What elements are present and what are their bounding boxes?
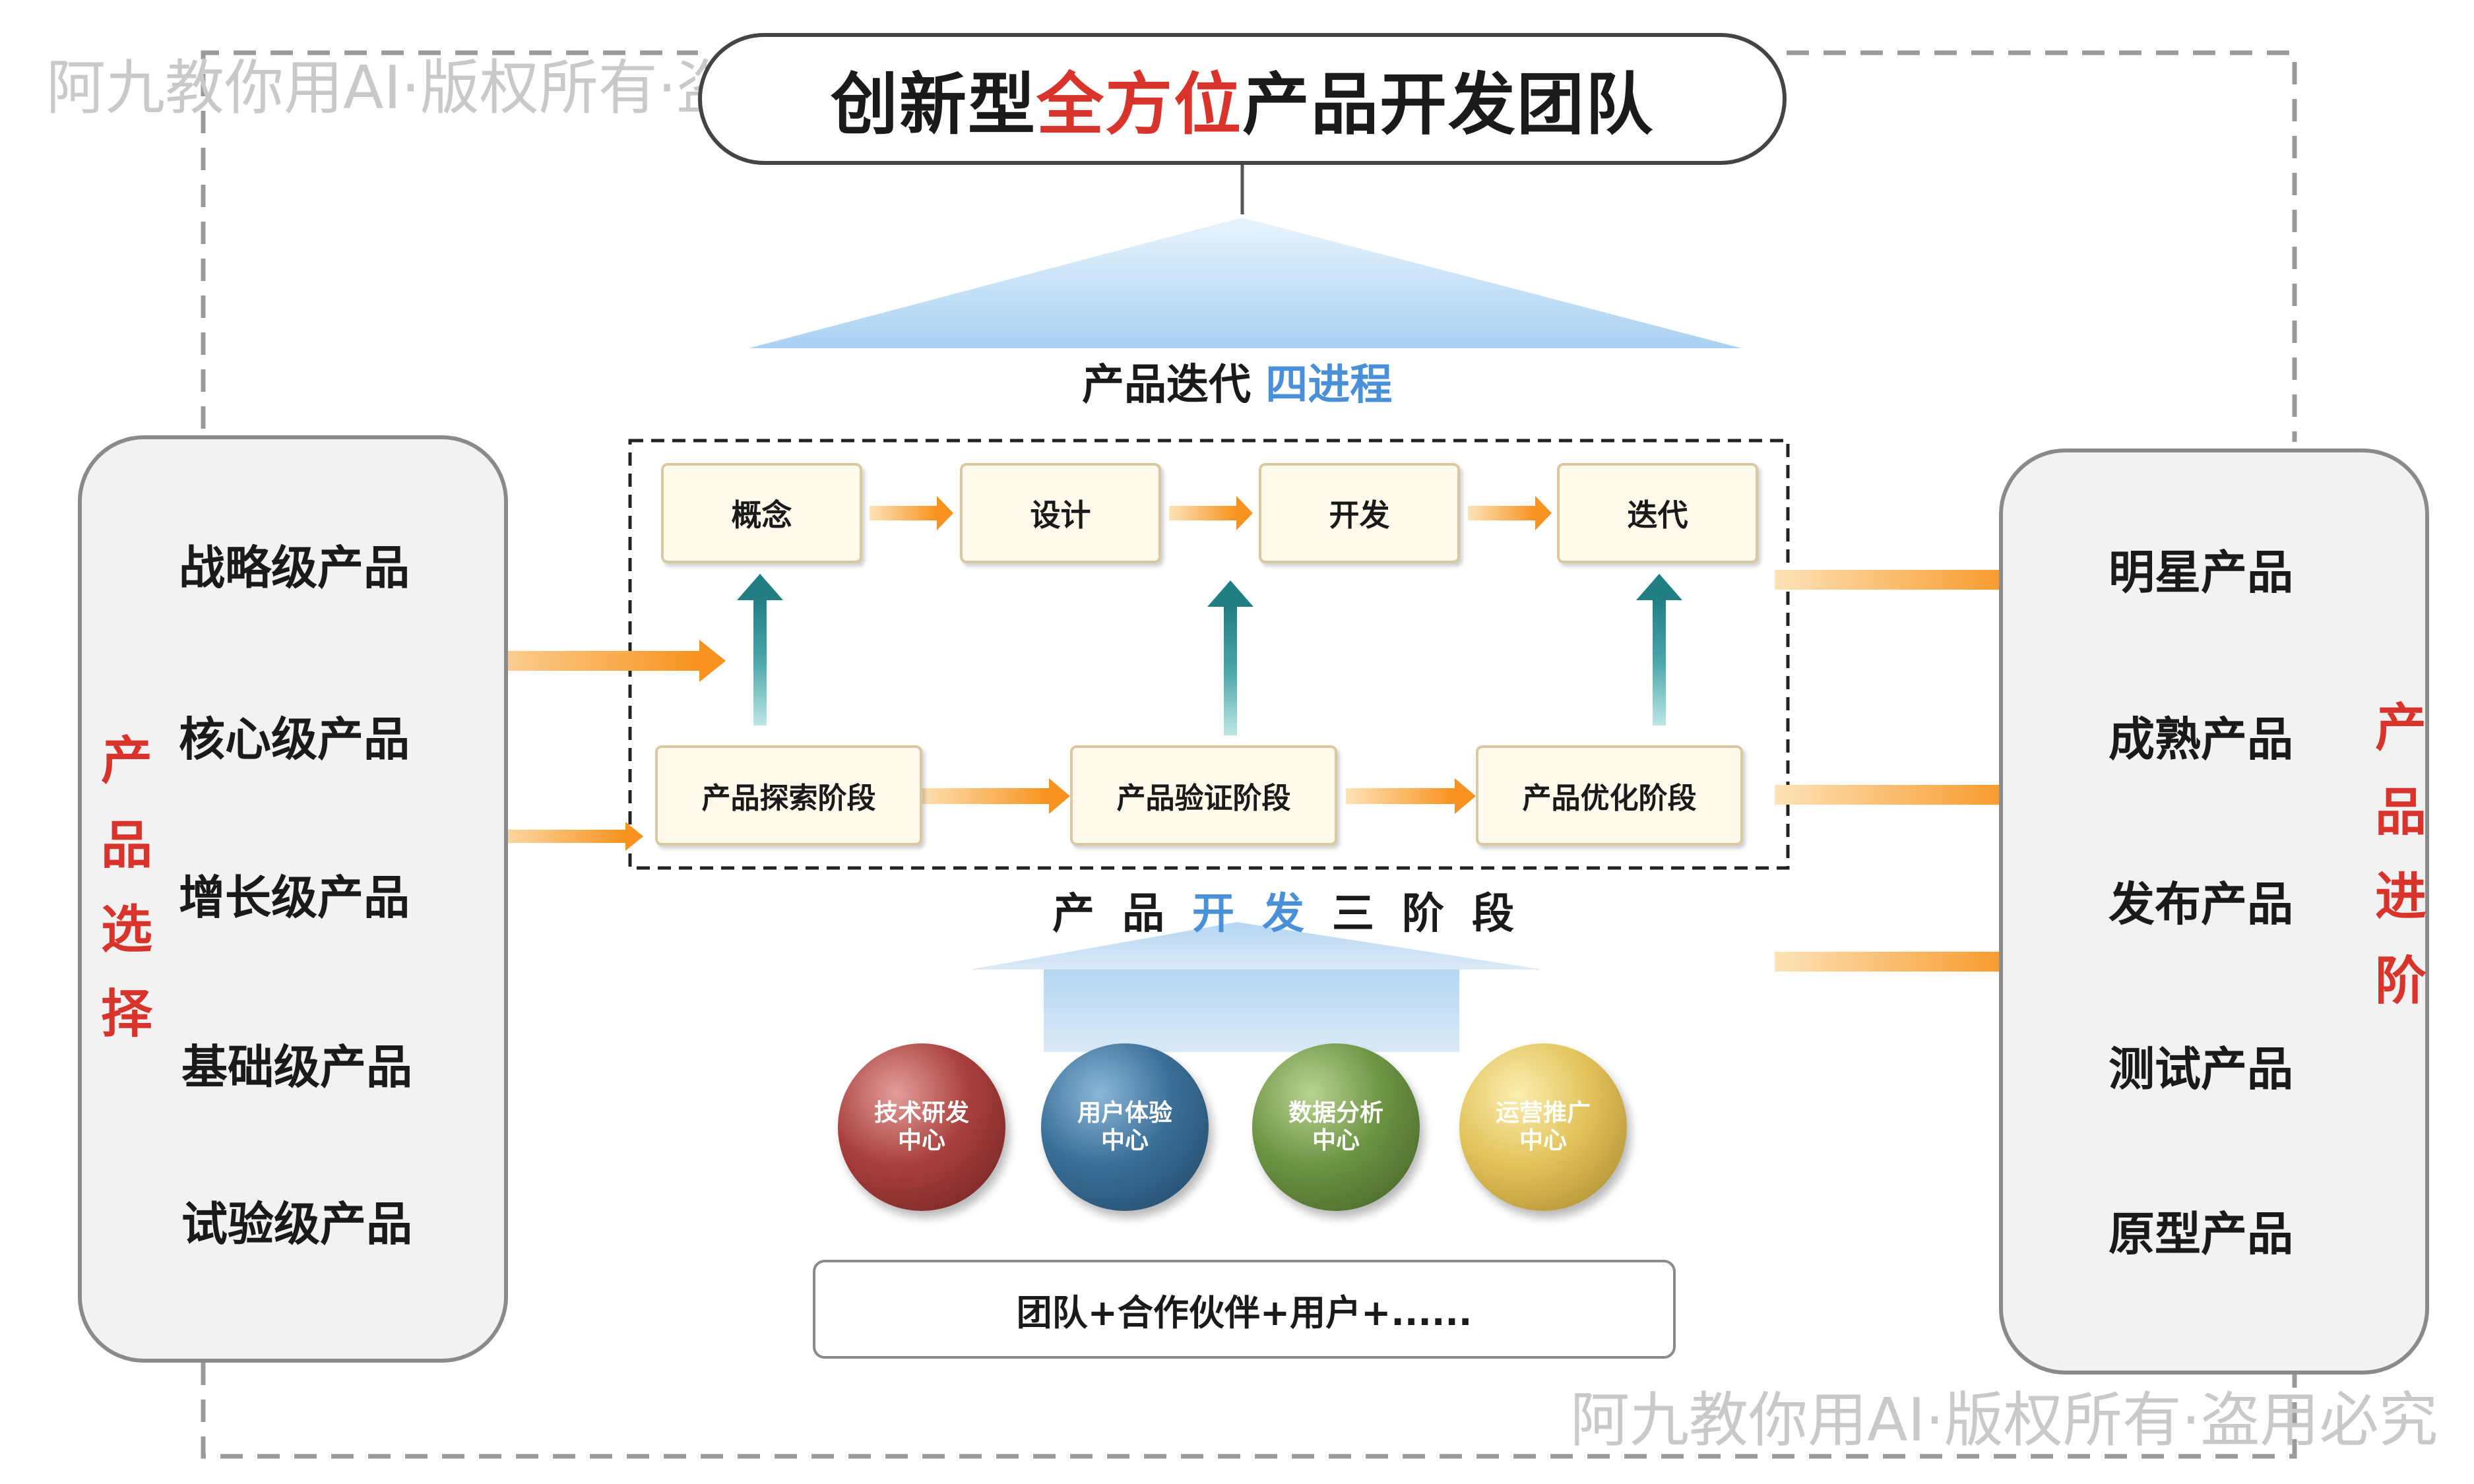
iteration-label-main: 产品迭代: [1082, 361, 1251, 410]
level-core: 核心级产品: [179, 712, 410, 766]
phase-exploration: 产品探索阶段: [655, 745, 922, 846]
stage-arrows: [870, 496, 1552, 530]
center-tech-rd: 技术研发中心: [838, 1043, 1005, 1211]
selection-label-char: 产: [100, 731, 152, 791]
center-name: 技术研发: [873, 1099, 969, 1127]
selection-label-char: 选: [100, 900, 152, 960]
development-label-accent: 开发: [1192, 890, 1332, 939]
iteration-label-accent: 四进程: [1265, 361, 1393, 410]
phase-validation: 产品验证阶段: [1070, 745, 1337, 846]
phase-optimization: 产品优化阶段: [1476, 745, 1743, 846]
center-name: 数据分析: [1288, 1099, 1383, 1127]
selection-label-char: 品: [100, 816, 152, 875]
stage-concept: 概念: [661, 463, 862, 563]
center-suffix: 中心: [1519, 1127, 1567, 1154]
development-label: 产品开发三阶段: [1052, 880, 1542, 941]
stage-design: 设计: [960, 463, 1161, 563]
page-title: 创新型全方位产品开发团队: [698, 33, 1787, 165]
center-suffix: 中心: [1100, 1127, 1149, 1154]
center-suffix: 中心: [1312, 1127, 1360, 1154]
base-block: [1044, 970, 1459, 1052]
roof-triangle: [749, 218, 1742, 348]
level-testing: 测试产品: [2109, 1042, 2293, 1096]
advancement-panel: [1999, 448, 2429, 1375]
level-foundation: 基础级产品: [181, 1040, 412, 1094]
advancement-label-char: 产: [2374, 698, 2426, 758]
advancement-label-char: 阶: [2374, 952, 2426, 1011]
level-strategic: 战略级产品: [179, 541, 410, 595]
level-prototype: 原型产品: [2109, 1207, 2293, 1261]
level-trial: 试验级产品: [181, 1197, 412, 1251]
title-prefix: 创新型: [831, 65, 1036, 144]
title-suffix: 产品开发团队: [1242, 65, 1654, 144]
advancement-vertical-label: 产 品 进 阶: [2372, 686, 2430, 1024]
level-star: 明星产品: [2109, 545, 2293, 600]
selection-label-char: 择: [100, 985, 152, 1044]
stage-iteration: 迭代: [1557, 463, 1758, 563]
center-name: 运营推广: [1495, 1099, 1591, 1127]
watermark-bottom: 阿九教你用AI·版权所有·盗用必究: [1570, 1386, 2438, 1455]
outer-dashed-frame: [201, 50, 2297, 1459]
phase-arrows: [917, 778, 1476, 814]
base-roof: [970, 922, 1542, 970]
center-suffix: 中心: [897, 1127, 945, 1154]
level-released: 发布产品: [2109, 877, 2293, 931]
development-label-part2: 三阶段: [1332, 890, 1542, 939]
title-highlight: 全方位: [1036, 65, 1242, 144]
advancement-label-char: 进: [2374, 867, 2426, 927]
phase-to-stage-arrows: [737, 574, 1682, 735]
level-mature: 成熟产品: [2109, 712, 2293, 766]
selection-vertical-label: 产 品 选 择: [98, 719, 156, 1057]
selection-panel: [78, 435, 508, 1363]
center-name: 用户体验: [1077, 1099, 1172, 1127]
center-user-experience: 用户体验中心: [1041, 1043, 1209, 1211]
development-label-part1: 产品: [1052, 890, 1192, 939]
center-operations: 运营推广中心: [1459, 1043, 1627, 1211]
team-box: 团队+合作伙伴+用户+......: [813, 1260, 1676, 1359]
center-data-analysis: 数据分析中心: [1252, 1043, 1420, 1211]
level-growth: 增长级产品: [179, 871, 410, 925]
advancement-label-char: 品: [2374, 783, 2426, 842]
iteration-label: 产品迭代 四进程: [1082, 351, 1392, 412]
stage-development: 开发: [1259, 463, 1460, 563]
